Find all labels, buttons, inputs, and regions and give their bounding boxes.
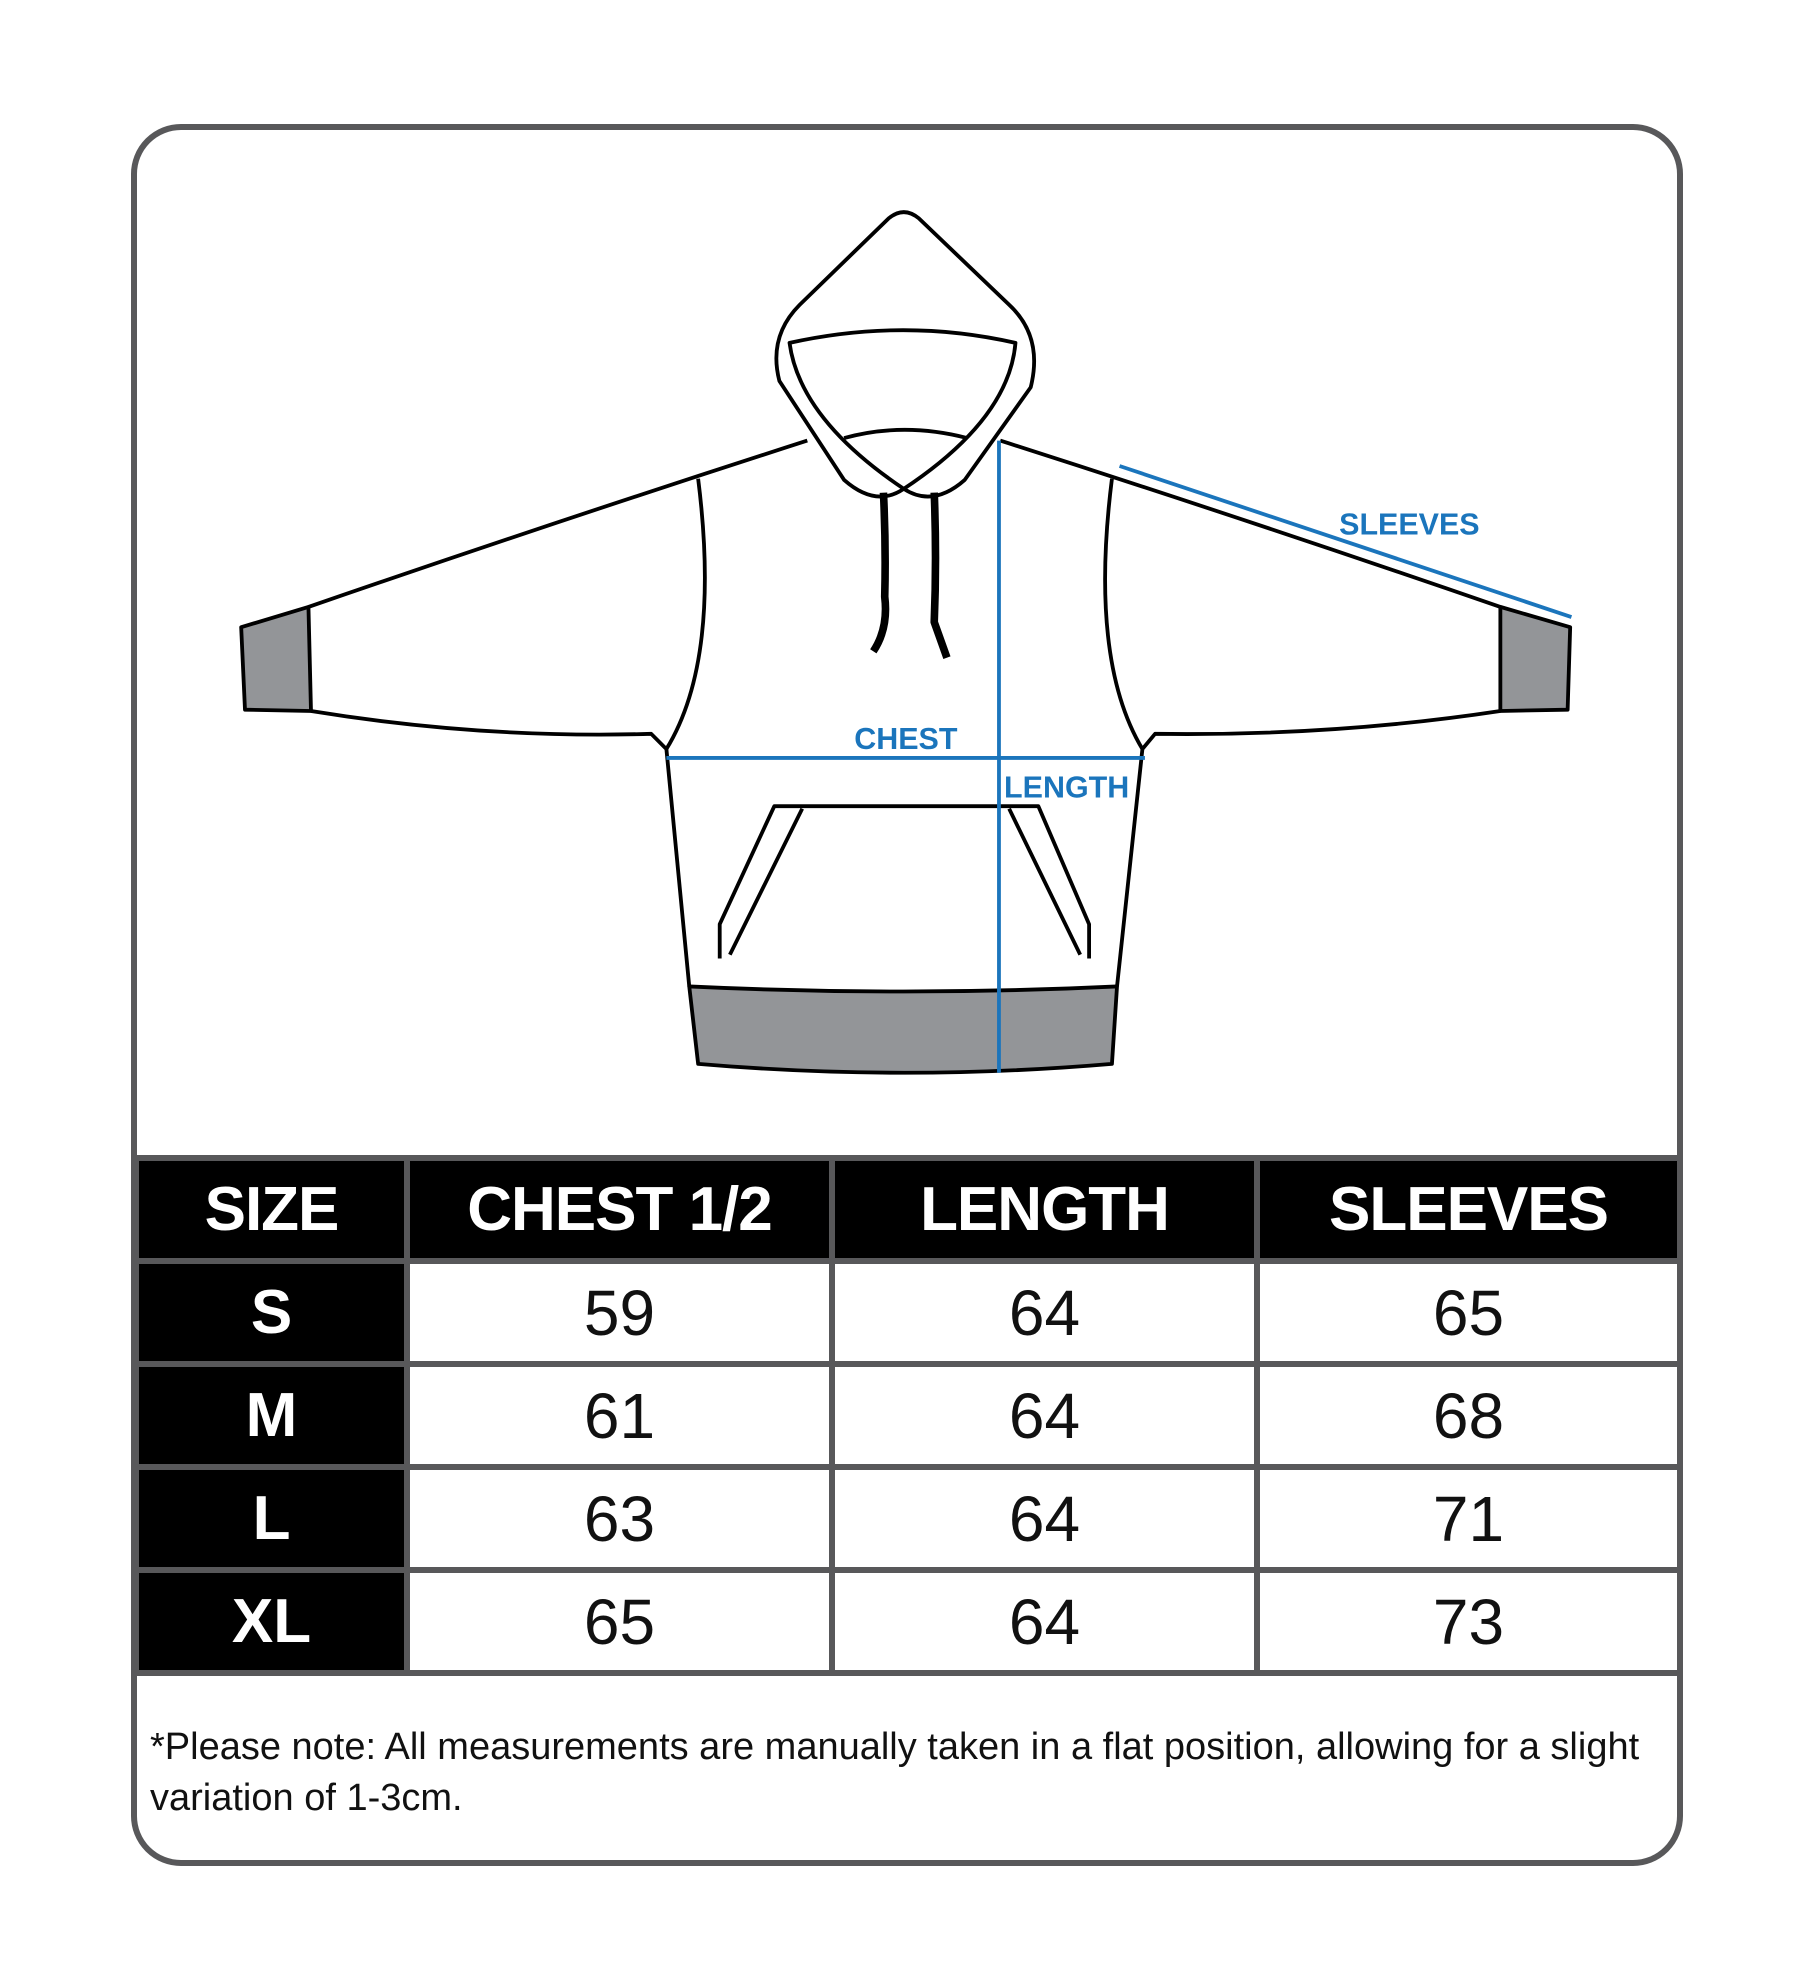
size-cell: S <box>133 1258 410 1367</box>
sleeves-cell: 65 <box>1254 1258 1683 1367</box>
hoodie-body <box>307 438 1501 987</box>
drawstring-right <box>930 492 951 659</box>
length-cell: 64 <box>829 1464 1260 1573</box>
chest-cell: 59 <box>404 1258 835 1367</box>
sleeve-seam-left <box>664 478 707 751</box>
table-row: M 61 64 68 <box>133 1361 1683 1470</box>
sleeves-cell: 73 <box>1254 1567 1683 1676</box>
size-cell: XL <box>133 1567 410 1676</box>
chest-cell: 65 <box>404 1567 835 1676</box>
chest-cell: 61 <box>404 1361 835 1470</box>
pocket <box>717 804 1091 959</box>
table-row: XL 65 64 73 <box>133 1567 1683 1676</box>
chest-label: CHEST <box>854 722 958 756</box>
header-length: LENGTH <box>829 1155 1260 1264</box>
length-label: LENGTH <box>1004 770 1129 804</box>
sleeves-label: SLEEVES <box>1339 508 1479 542</box>
size-cell: L <box>133 1464 410 1573</box>
chest-cell: 63 <box>404 1464 835 1573</box>
right-cuff <box>1498 604 1573 713</box>
length-cell: 64 <box>829 1361 1260 1470</box>
sleeves-cell: 68 <box>1254 1361 1683 1470</box>
size-table: SIZE CHEST 1/2 LENGTH SLEEVES S 59 64 65… <box>133 1155 1683 1676</box>
measurement-note: *Please note: All measurements are manua… <box>150 1726 1640 1819</box>
header-sleeves: SLEEVES <box>1254 1155 1683 1264</box>
length-cell: 64 <box>829 1258 1260 1367</box>
table-row: S 59 64 65 <box>133 1258 1683 1367</box>
table-header-row: SIZE CHEST 1/2 LENGTH SLEEVES <box>133 1155 1683 1264</box>
header-size: SIZE <box>133 1155 410 1264</box>
header-chest: CHEST 1/2 <box>404 1155 835 1264</box>
sleeve-seam-right <box>1103 478 1145 751</box>
drawstring-left <box>870 492 890 654</box>
hood-outer <box>774 210 1036 499</box>
sleeves-cell: 71 <box>1254 1464 1683 1573</box>
hood-inner <box>787 328 1018 491</box>
size-cell: M <box>133 1361 410 1470</box>
sleeves-measure-line <box>1118 464 1573 619</box>
hem-band <box>687 984 1119 1075</box>
left-cuff <box>239 604 313 713</box>
table-row: L 63 64 71 <box>133 1464 1683 1573</box>
length-cell: 64 <box>829 1567 1260 1676</box>
